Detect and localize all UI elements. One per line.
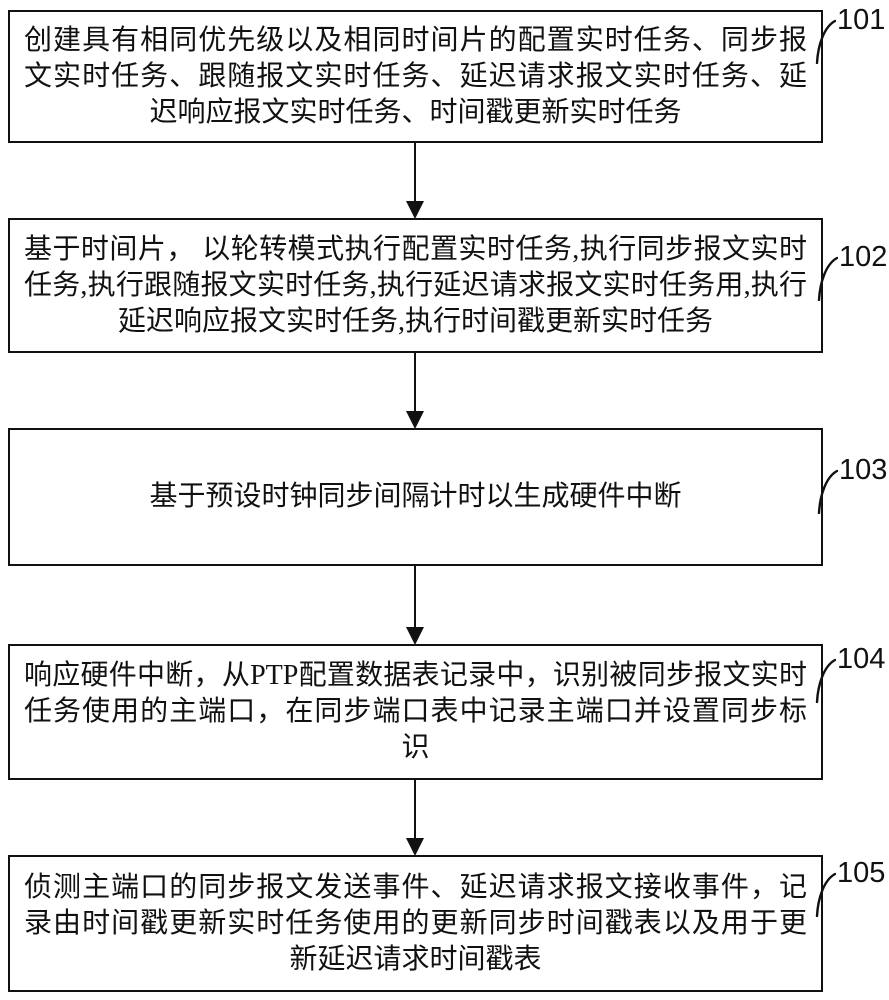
down-arrow-icon xyxy=(406,780,424,856)
ref-label-103: 103 xyxy=(816,456,887,514)
flow-step-box-103: 基于预设时钟同步间隔计时以生成硬件中断 xyxy=(8,428,823,566)
arrow-head xyxy=(406,627,424,645)
leader-curve-icon xyxy=(817,469,838,514)
arrow-shaft xyxy=(414,780,416,842)
flow-step-text-105: 侦测主端口的同步报文发送事件、延迟请求报文接收事件，记录由时间戳更新实时任务使用… xyxy=(24,871,807,975)
arrow-shaft xyxy=(414,143,416,205)
down-arrow-icon xyxy=(406,143,424,219)
flow-step-box-101: 创建具有相同优先级以及相同时间片的配置实时任务、同步报文实时任务、跟随报文实时任… xyxy=(8,10,823,143)
ref-number-105: 105 xyxy=(837,857,886,889)
ref-label-104: 104 xyxy=(814,645,885,703)
down-arrow-icon xyxy=(406,566,424,645)
ref-number-102: 102 xyxy=(839,241,888,273)
flow-step-text-102: 基于时间片， 以轮转模式执行配置实时任务,执行同步报文实时任务,执行跟随报文实时… xyxy=(24,233,807,337)
leader-curve-icon xyxy=(815,19,836,64)
down-arrow-icon xyxy=(406,353,424,429)
ref-label-105: 105 xyxy=(814,859,885,917)
arrow-shaft xyxy=(414,566,416,631)
flow-step-text-103: 基于预设时钟同步间隔计时以生成硬件中断 xyxy=(149,481,682,512)
flow-step-text-104: 响应硬件中断，从PTP配置数据表记录中，识别被同步报文实时任务使用的主端口，在同… xyxy=(24,660,807,763)
flow-step-box-104: 响应硬件中断，从PTP配置数据表记录中，识别被同步报文实时任务使用的主端口，在同… xyxy=(8,644,823,780)
ref-label-102: 102 xyxy=(816,243,887,301)
leader-curve-icon xyxy=(815,658,836,703)
flow-step-box-102: 基于时间片， 以轮转模式执行配置实时任务,执行同步报文实时任务,执行跟随报文实时… xyxy=(8,218,823,353)
ref-number-104: 104 xyxy=(837,643,886,675)
arrow-head xyxy=(406,411,424,429)
ref-number-103: 103 xyxy=(839,454,888,486)
flow-step-text-101: 创建具有相同优先级以及相同时间片的配置实时任务、同步报文实时任务、跟随报文实时任… xyxy=(24,24,807,128)
arrow-shaft xyxy=(414,353,416,415)
arrow-head xyxy=(406,201,424,219)
leader-curve-icon xyxy=(817,256,838,301)
ref-number-101: 101 xyxy=(837,4,886,36)
arrow-head xyxy=(406,838,424,856)
leader-curve-icon xyxy=(815,872,836,917)
flow-step-box-105: 侦测主端口的同步报文发送事件、延迟请求报文接收事件，记录由时间戳更新实时任务使用… xyxy=(8,855,823,992)
ref-label-101: 101 xyxy=(814,6,885,64)
